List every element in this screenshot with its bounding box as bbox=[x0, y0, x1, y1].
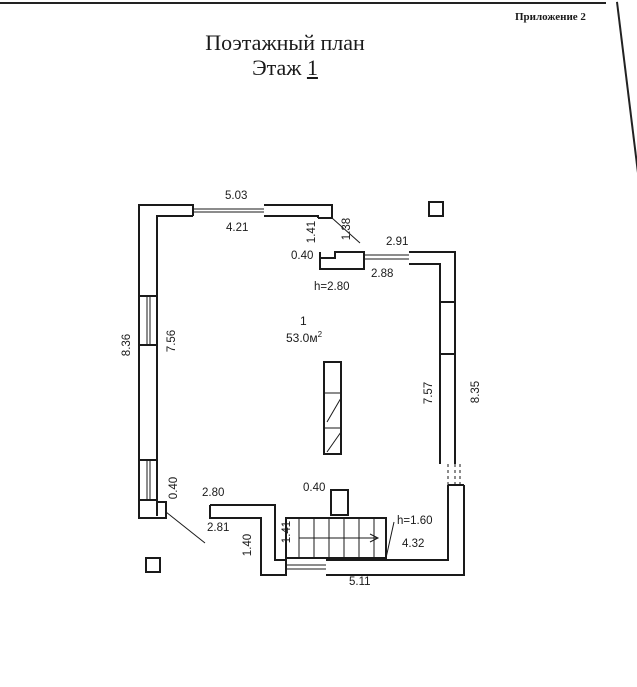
dim-right-top-outer: 2.91 bbox=[386, 236, 409, 248]
room-number: 1 bbox=[300, 314, 307, 328]
corner-diagonal bbox=[165, 511, 206, 544]
dim-notch-diag: 1.38 bbox=[341, 217, 354, 241]
wall-right-top-block bbox=[409, 251, 456, 302]
wall-outer-top-left bbox=[138, 204, 194, 516]
dim-left-outer: 8.36 bbox=[121, 333, 134, 357]
stair-diag bbox=[385, 521, 395, 559]
notch-diagonal bbox=[331, 217, 361, 244]
dim-corner-bl: 0.40 bbox=[168, 476, 181, 500]
room-area-unit: 2 bbox=[317, 330, 323, 339]
wall-outer-top-right bbox=[264, 204, 333, 219]
dim-right-top-inner: 2.88 bbox=[371, 268, 394, 280]
dim-left-inner: 7.56 bbox=[166, 329, 179, 353]
dim-bottom-left-vert: 1.40 bbox=[242, 533, 255, 557]
dim-top-outer: 5.03 bbox=[225, 190, 248, 202]
dim-stair-diag: 1.41 bbox=[281, 520, 294, 544]
wall-inner-top-left bbox=[156, 215, 193, 516]
room-height: h=2.80 bbox=[314, 281, 350, 293]
dim-right-inner: 7.57 bbox=[423, 381, 436, 405]
dim-stair-post: 0.40 bbox=[303, 482, 326, 494]
wall-right-bottom bbox=[326, 485, 449, 561]
wall-right-inner-top bbox=[409, 263, 441, 302]
floor-prefix: Этаж bbox=[252, 55, 307, 80]
stair-post bbox=[330, 489, 349, 516]
center-column bbox=[323, 361, 342, 455]
appendix-label: Приложение 2 bbox=[515, 11, 586, 23]
stair-arrow bbox=[369, 533, 380, 543]
dim-bottom-inner: 4.32 bbox=[402, 538, 425, 550]
dim-top-inner: 4.21 bbox=[226, 222, 249, 234]
wall-inner-top-right bbox=[264, 215, 319, 218]
dim-bottom-outer: 5.11 bbox=[349, 576, 371, 588]
floor-number: 1 bbox=[306, 55, 318, 80]
marker-square-bottom bbox=[145, 557, 161, 573]
wall-notch bbox=[319, 251, 365, 270]
room-area-value: 53.0м bbox=[286, 331, 318, 345]
dim-right-outer: 8.35 bbox=[470, 380, 483, 404]
stair-box bbox=[285, 517, 387, 559]
center-column-diag-2 bbox=[326, 431, 342, 453]
dim-notch-vert: 1.41 bbox=[306, 220, 319, 244]
wall-bottom-left-block bbox=[209, 504, 287, 576]
corner-bottom-left bbox=[138, 500, 167, 519]
stair-height: h=1.60 bbox=[397, 515, 433, 527]
plan-title: Поэтажный план bbox=[205, 30, 365, 55]
floor-title: Этаж 1 bbox=[0, 55, 570, 81]
wall-right-bottom-outer bbox=[326, 485, 465, 576]
dim-bottom-left-low: 2.81 bbox=[207, 522, 230, 534]
room-area: 53.0м2 bbox=[286, 330, 322, 345]
dim-notch-small: 0.40 bbox=[291, 250, 314, 262]
page-border-top bbox=[0, 2, 606, 4]
marker-square-top bbox=[428, 201, 444, 217]
dim-bottom-left-top: 2.80 bbox=[202, 487, 225, 499]
center-column-diag-1 bbox=[326, 397, 342, 423]
